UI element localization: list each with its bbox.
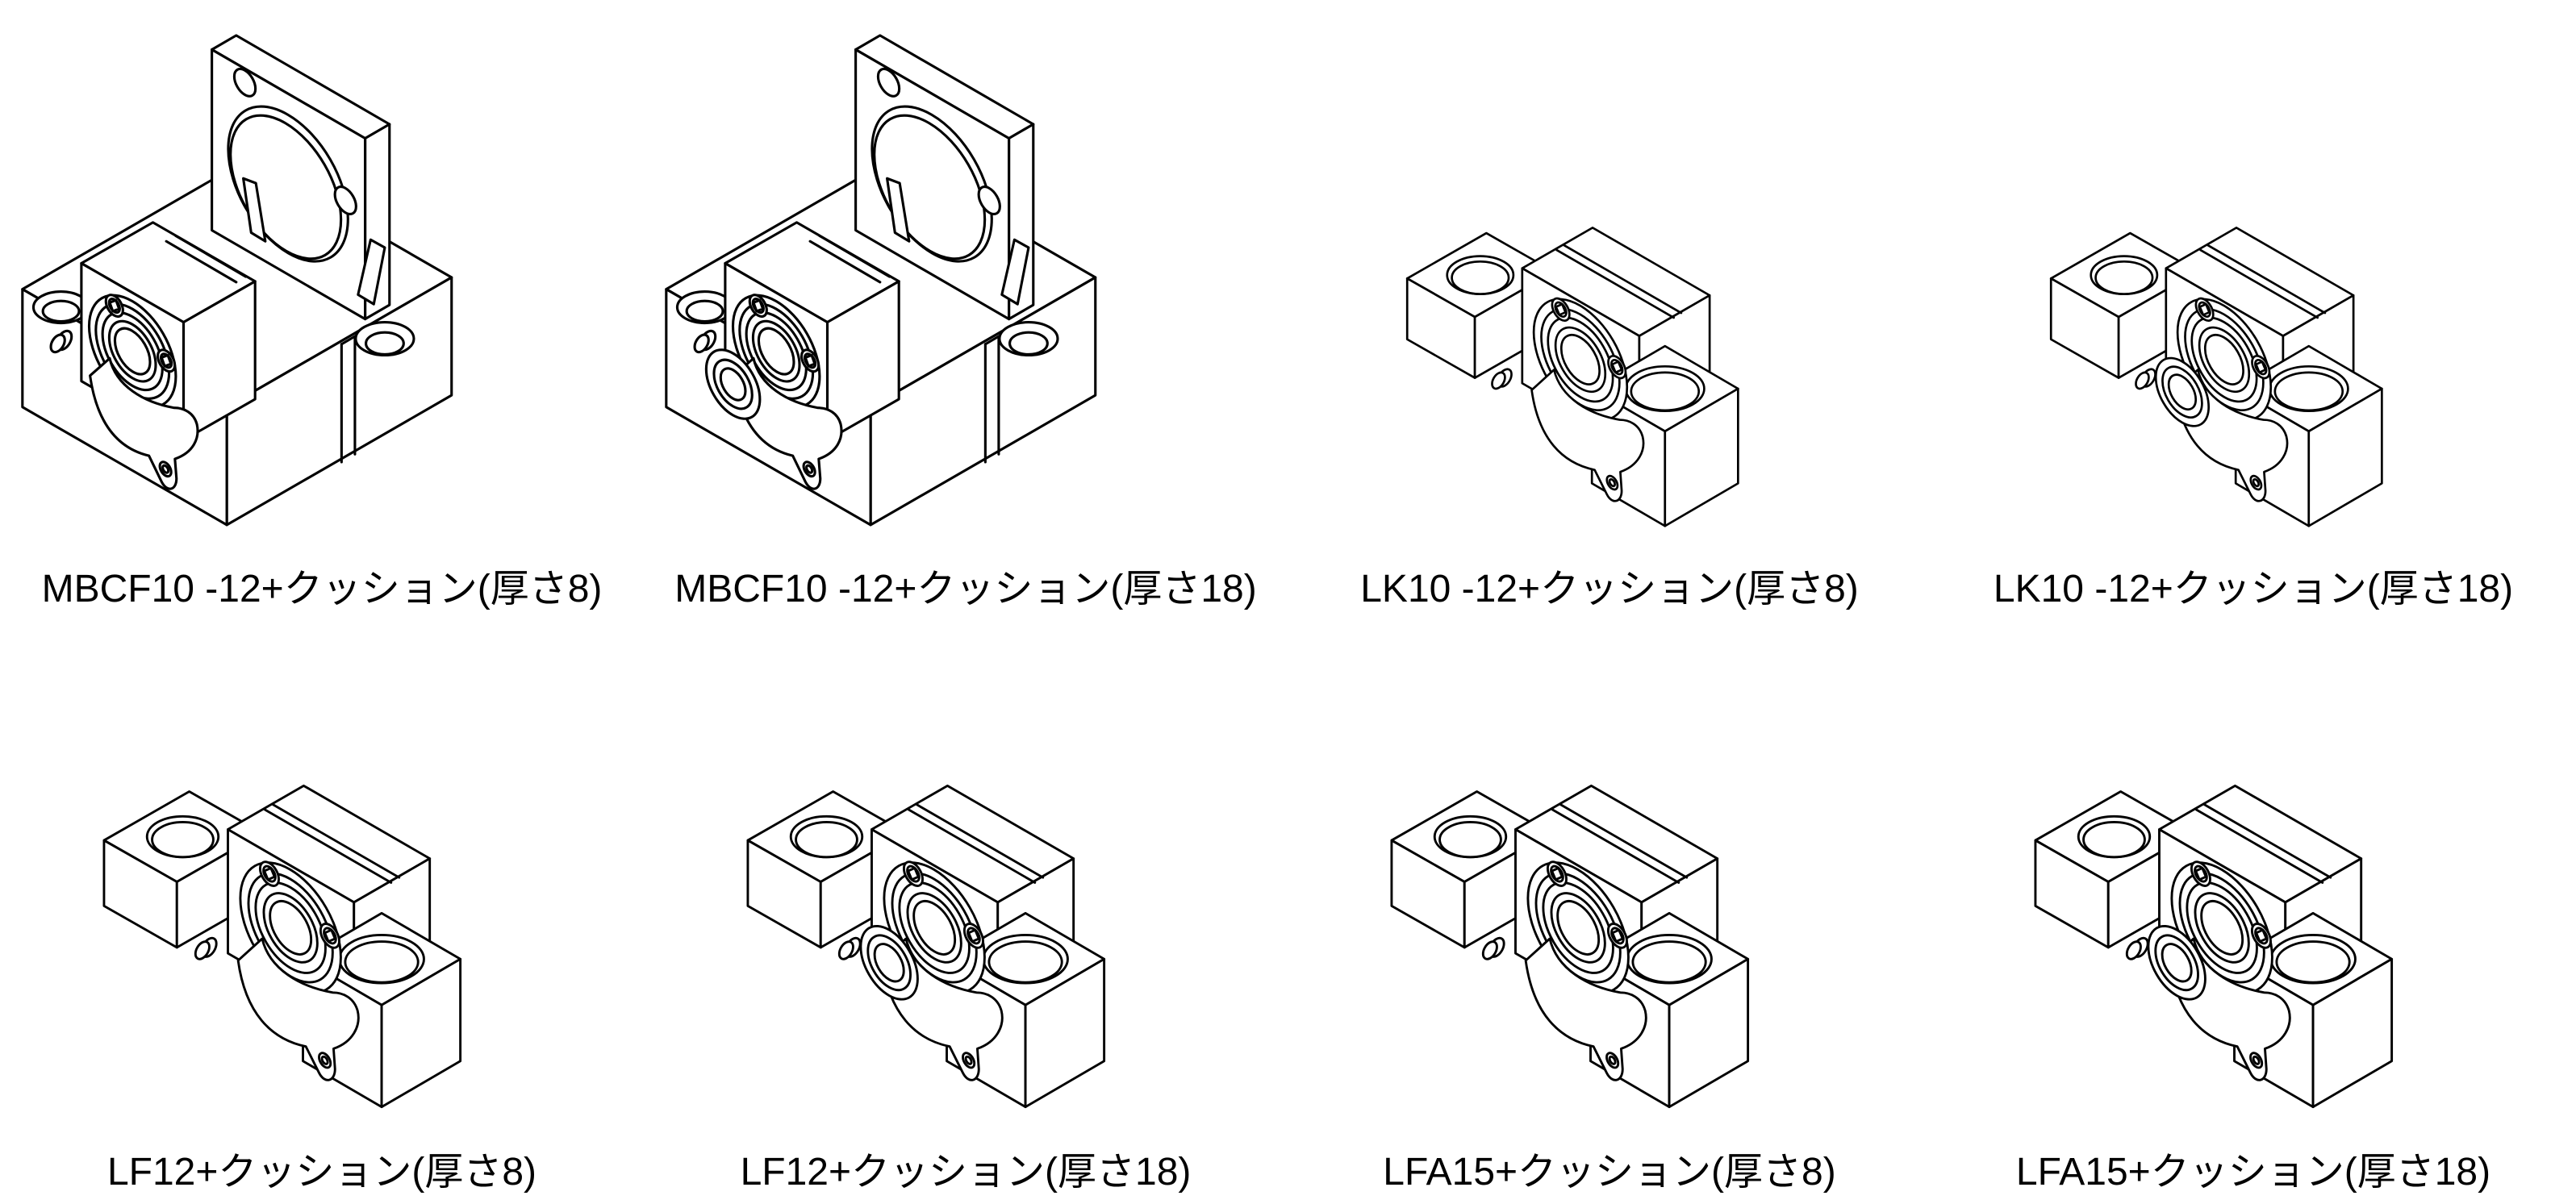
part-label: MBCF10 -12+クッション(厚さ18) <box>674 567 1257 610</box>
bearing-block-iso-drawing <box>1390 784 1750 1108</box>
part-label: MBCF10 -12+クッション(厚さ8) <box>41 567 603 610</box>
part-label: LK10 -12+クッション(厚さ18) <box>1993 567 2514 610</box>
catalog-item-lfa15-18: LFA15+クッション(厚さ18) <box>1931 653 2575 1204</box>
catalog-item-lf12-18: LF12+クッション(厚さ18) <box>644 653 1288 1204</box>
catalog-item-mbcf10-8: MBCF10 -12+クッション(厚さ8) <box>0 0 644 653</box>
part-label: LK10 -12+クッション(厚さ8) <box>1360 567 1859 610</box>
drawing-area <box>15 34 628 552</box>
bearing-block-iso-drawing <box>102 784 462 1108</box>
catalog-item-lfa15-8: LFA15+クッション(厚さ8) <box>1288 653 1931 1204</box>
catalog-item-lk10-18: LK10 -12+クッション(厚さ18) <box>1931 0 2575 653</box>
part-label: LFA15+クッション(厚さ8) <box>1383 1150 1836 1194</box>
part-label: LF12+クッション(厚さ8) <box>106 1150 537 1194</box>
bearing-block-iso-drawing <box>2049 226 2383 527</box>
drawing-area <box>2044 187 2463 552</box>
catalog-item-lk10-8: LK10 -12+クッション(厚さ8) <box>1288 0 1931 653</box>
part-label: LFA15+クッション(厚さ18) <box>2015 1150 2491 1194</box>
bearing-block-iso-drawing <box>2034 784 2394 1108</box>
bearing-block-iso-drawing <box>1405 226 1739 527</box>
part-label: LF12+クッション(厚さ18) <box>740 1150 1192 1194</box>
drawing-area <box>1384 742 1835 1135</box>
catalog-item-mbcf10-18: MBCF10 -12+クッション(厚さ18) <box>644 0 1288 653</box>
drawing-area <box>1400 187 1819 552</box>
motor-bracket-iso-drawing <box>21 34 453 527</box>
drawing-area <box>2027 742 2479 1135</box>
drawing-area <box>659 34 1272 552</box>
drawing-area <box>96 742 548 1135</box>
catalog-item-lf12-8: LF12+クッション(厚さ8) <box>0 653 644 1204</box>
drawing-area <box>740 742 1192 1135</box>
motor-bracket-iso-drawing <box>665 34 1097 527</box>
bearing-block-iso-drawing <box>746 784 1106 1108</box>
